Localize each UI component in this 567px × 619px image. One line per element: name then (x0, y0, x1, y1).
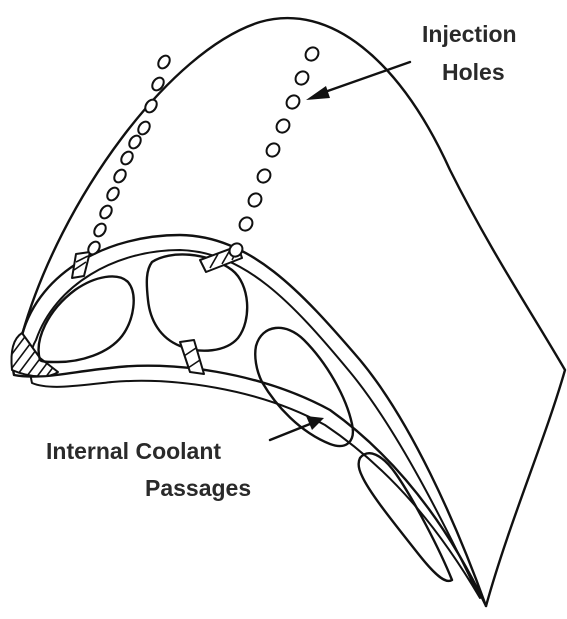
injection-hole (105, 185, 121, 202)
injection-hole (136, 119, 152, 136)
injection-hole (143, 97, 159, 114)
injection-holes-right-row (227, 45, 321, 259)
injection-hole (284, 93, 302, 111)
coolant-passage-1 (39, 276, 134, 362)
injection-holes-left-row (86, 53, 172, 256)
injection-hole (303, 45, 321, 63)
coolant-passages-label-line2: Passages (145, 475, 251, 501)
injection-hole (264, 141, 282, 159)
injection-holes-label-line2: Holes (442, 59, 505, 85)
injection-hole (246, 191, 264, 209)
injection-holes-arrow (306, 62, 410, 100)
coolant-passages-label-line1: Internal Coolant (46, 438, 221, 464)
injection-hole (119, 149, 135, 166)
coolant-passage-4 (359, 453, 452, 581)
injection-hole (92, 221, 108, 238)
injection-holes-label-line1: Injection (422, 21, 517, 47)
coolant-passage-3 (255, 328, 353, 446)
injection-hole (127, 133, 143, 150)
injection-hole (156, 53, 172, 70)
injection-hole (293, 69, 311, 87)
injection-hole (274, 117, 292, 135)
injection-hole (237, 215, 255, 233)
coolant-passage-2 (147, 254, 247, 350)
injection-hole (255, 167, 273, 185)
injection-hole (98, 203, 114, 220)
injection-hole (112, 167, 128, 184)
